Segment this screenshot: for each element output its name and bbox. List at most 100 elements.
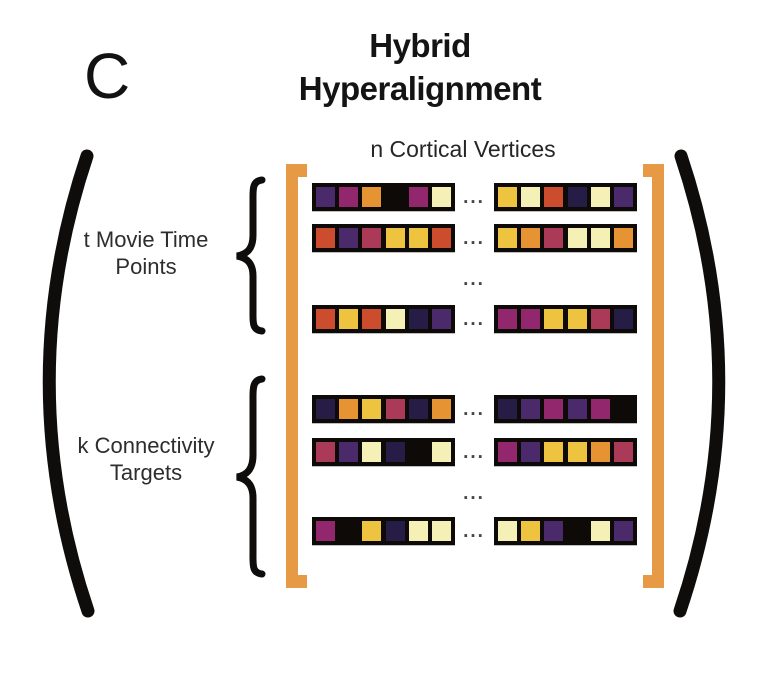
matrix-row-1-right-block	[494, 183, 637, 211]
matrix-cell-navy	[385, 521, 405, 541]
matrix-cell-rust	[431, 228, 451, 248]
matrix-row-5-right-block	[494, 438, 637, 466]
matrix-cell-gold	[498, 187, 517, 207]
matrix-cell-magenta	[498, 442, 517, 462]
matrix-cell-navy	[567, 187, 587, 207]
matrix-cell-black	[567, 521, 587, 541]
matrix-cell-cream	[590, 187, 610, 207]
matrix-cell-cream	[590, 228, 610, 248]
matrix-cell-magenta	[408, 187, 428, 207]
matrix-cell-purple	[521, 399, 541, 419]
connectivity-group-ellipsis: ...	[463, 483, 485, 504]
matrix-cell-crimson	[316, 442, 335, 462]
movie-time-points-label-line1: t Movie Time	[83, 227, 209, 252]
panel-label: C	[84, 40, 131, 112]
connectivity-targets-label: k Connectivity Targets	[54, 432, 238, 486]
matrix-cell-cream	[521, 187, 541, 207]
matrix-cell-cream	[385, 309, 405, 329]
matrix-cell-magenta	[590, 399, 610, 419]
matrix-cell-purple	[613, 187, 633, 207]
left-orange-bracket	[286, 164, 307, 588]
matrix-cell-gold	[385, 228, 405, 248]
matrix-cell-orange	[431, 399, 451, 419]
figure-title-line2: Hyperalignment	[298, 70, 542, 107]
matrix-cell-crimson	[544, 228, 564, 248]
connectivity-targets-label-line2: Targets	[109, 460, 183, 485]
matrix-cell-purple	[613, 521, 633, 541]
matrix-cell-rust	[544, 187, 564, 207]
right-orange-bracket	[643, 164, 664, 588]
matrix-cell-cream	[431, 521, 451, 541]
matrix-cell-cream	[498, 521, 517, 541]
matrix-row-1-left-block	[312, 183, 455, 211]
movie-time-points-label-line2: Points	[115, 254, 177, 279]
matrix-cell-black	[385, 187, 405, 207]
matrix-cell-gold	[521, 521, 541, 541]
left-parenthesis	[42, 149, 95, 618]
matrix-cell-black	[613, 399, 633, 419]
matrix-cell-black	[408, 442, 428, 462]
matrix-cell-magenta	[498, 309, 517, 329]
matrix-row-6-right-block	[494, 517, 637, 545]
matrix-cell-crimson	[613, 442, 633, 462]
matrix-cell-orange	[613, 228, 633, 248]
matrix-cell-rust	[362, 309, 382, 329]
movie-group-ellipsis: ...	[463, 269, 485, 290]
matrix-cell-purple	[567, 399, 587, 419]
matrix-cell-cream	[431, 442, 451, 462]
matrix-cell-purple	[431, 309, 451, 329]
matrix-cell-gold	[498, 228, 517, 248]
matrix-cell-cream	[567, 228, 587, 248]
matrix-cell-gold	[544, 309, 564, 329]
matrix-cell-purple	[521, 442, 541, 462]
movie-time-points-label: t Movie Time Points	[56, 226, 236, 280]
matrix-row-4-right-block	[494, 395, 637, 423]
matrix-row-2-left-block	[312, 224, 455, 252]
matrix-cell-cream	[408, 521, 428, 541]
connectivity-rows-brace	[236, 375, 266, 578]
matrix-row-4-ellipsis: ...	[463, 399, 485, 420]
matrix-row-5-ellipsis: ...	[463, 442, 485, 463]
matrix-cell-gold	[567, 442, 587, 462]
matrix-cell-purple	[339, 442, 359, 462]
matrix-row-6-ellipsis: ...	[463, 521, 485, 542]
matrix-cell-cream	[362, 442, 382, 462]
figure-title-line1: Hybrid	[369, 27, 471, 64]
connectivity-targets-label-line1: k Connectivity	[77, 433, 215, 458]
figure-title: Hybrid Hyperalignment	[250, 24, 590, 110]
matrix-cell-rust	[316, 309, 335, 329]
matrix-cell-navy	[385, 442, 405, 462]
matrix-cell-purple	[316, 187, 335, 207]
right-parenthesis	[673, 149, 726, 618]
matrix-cell-magenta	[544, 399, 564, 419]
matrix-cell-cream	[590, 521, 610, 541]
matrix-cell-navy	[408, 399, 428, 419]
matrix-row-6-left-block	[312, 517, 455, 545]
matrix-cell-magenta	[339, 187, 359, 207]
matrix-cell-gold	[339, 309, 359, 329]
matrix-row-3-right-block	[494, 305, 637, 333]
matrix-cell-crimson	[590, 309, 610, 329]
matrix-cell-orange	[521, 228, 541, 248]
matrix-cell-black	[339, 521, 359, 541]
matrix-cell-crimson	[362, 228, 382, 248]
matrix-cell-purple	[339, 228, 359, 248]
matrix-cell-orange	[339, 399, 359, 419]
matrix-cell-navy	[408, 309, 428, 329]
matrix-cell-crimson	[385, 399, 405, 419]
matrix-row-3-ellipsis: ...	[463, 309, 485, 330]
matrix-cell-magenta	[316, 521, 335, 541]
matrix-cell-magenta	[521, 309, 541, 329]
matrix-cell-gold	[567, 309, 587, 329]
matrix-row-5-left-block	[312, 438, 455, 466]
matrix-cell-cream	[431, 187, 451, 207]
matrix-cell-orange	[590, 442, 610, 462]
matrix-cell-gold	[362, 521, 382, 541]
movie-rows-brace	[236, 176, 266, 335]
matrix-row-2-ellipsis: ...	[463, 228, 485, 249]
matrix-row-3-left-block	[312, 305, 455, 333]
matrix-cell-orange	[362, 187, 382, 207]
matrix-cell-navy	[498, 399, 517, 419]
columns-axis-label: n Cortical Vertices	[370, 136, 556, 162]
matrix-cell-navy	[613, 309, 633, 329]
